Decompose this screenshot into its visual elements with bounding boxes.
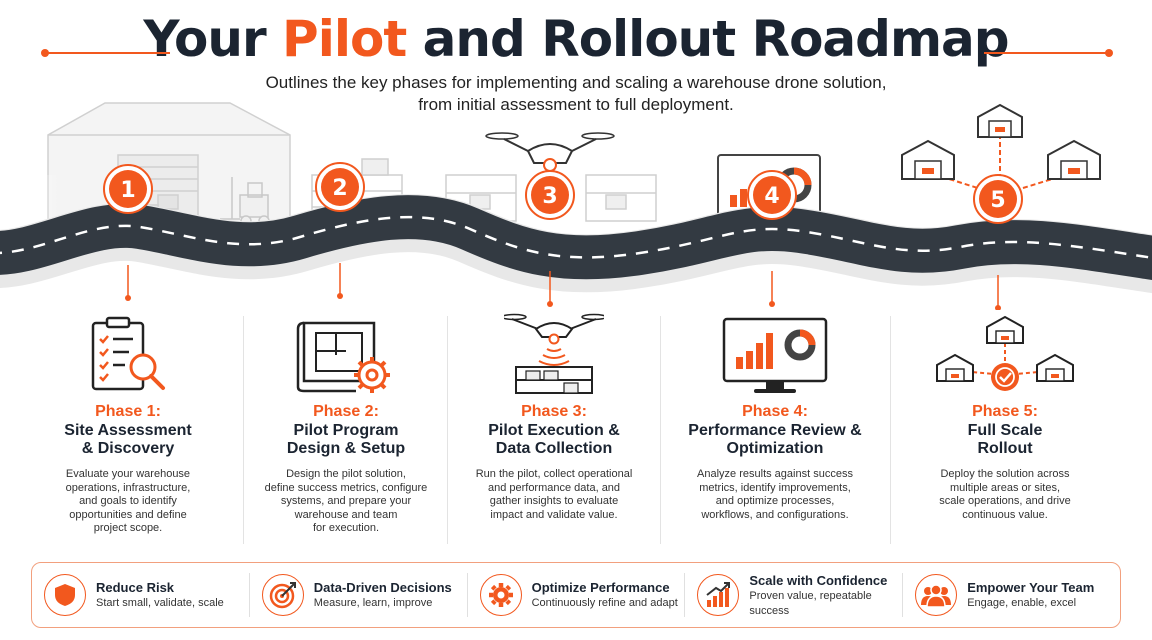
phase-3-description: Run the pilot, collect operational and p… — [475, 468, 633, 521]
milestone-number: 3 — [542, 184, 557, 209]
page-subtitle: Outlines the key phases for implementing… — [265, 73, 887, 114]
milestone-1: 1 — [103, 164, 153, 301]
benefit-subtitle: Proven value, repeatable success — [749, 589, 872, 617]
phase-5-card: Phase 5: Full Scale Rollout Deploy the s… — [895, 312, 1115, 547]
milestone-number: 2 — [332, 176, 347, 201]
milestone-number: 5 — [990, 188, 1005, 213]
phase-5-description: Deploy the solution across multiple area… — [939, 468, 1071, 521]
header: Your Pilot and Rollout Roadmap — [0, 6, 1152, 72]
phase-1-description: Evaluate your warehouse operations, infr… — [65, 468, 191, 534]
benefit-title: Reduce Risk — [96, 580, 175, 595]
phase-5-label: Phase 5: — [972, 403, 1038, 420]
milestone-number: 1 — [120, 178, 135, 203]
benefit-reduce-risk: Reduce Risk Start small, validate, scale — [32, 573, 249, 617]
phase-3-card: Phase 3: Pilot Execution & Data Collecti… — [452, 312, 656, 547]
title-accent: Pilot — [282, 10, 407, 68]
milestone-4: 4 — [747, 170, 797, 307]
phase-4-title: Performance Review & Optimization — [688, 422, 862, 457]
benefit-optimize: Optimize Performance Continuously refine… — [466, 573, 685, 617]
milestone-number: 4 — [764, 184, 779, 209]
shield-icon — [55, 584, 75, 606]
benefit-title: Scale with Confidence — [749, 572, 888, 588]
target-icon — [269, 582, 296, 609]
benefits-bar: Reduce Risk Start small, validate, scale… — [31, 562, 1121, 628]
title-rule-left — [41, 49, 170, 57]
milestone-5: 5 — [973, 174, 1023, 310]
benefit-subtitle: Continuously refine and adapt — [531, 597, 678, 609]
benefit-scale: Scale with Confidence Proven value, repe… — [684, 573, 902, 617]
phase-4-label: Phase 4: — [742, 403, 808, 420]
phase-divider — [243, 316, 244, 544]
phase-2-label: Phase 2: — [313, 403, 379, 420]
milestone-3: 3 — [525, 170, 575, 307]
phase-3-label: Phase 3: — [521, 403, 587, 420]
forklift-illustration — [220, 177, 270, 227]
road-center-dashes — [0, 215, 1152, 260]
gear-icon — [488, 583, 513, 607]
phase-1-title: Site Assessment & Discovery — [64, 422, 192, 457]
phase-1-card: Phase 1: Site Assessment & Discovery Eva… — [20, 312, 236, 547]
phase-4-description: Analyze results against success metrics,… — [697, 468, 853, 521]
phase-2-card: Phase 2: Pilot Program Design & Setup De… — [248, 312, 444, 547]
title-pre: Your — [143, 10, 266, 68]
phase-3-title: Pilot Execution & Data Collection — [488, 422, 620, 457]
benefit-empower: Empower Your Team Engage, enable, excel — [902, 573, 1120, 617]
drone-scanning-icon — [504, 313, 604, 394]
title-post: and Rollout Roadmap — [422, 10, 1010, 68]
phase-1-label: Phase 1: — [95, 403, 161, 420]
benefit-title: Optimize Performance — [531, 580, 670, 595]
phase-4-card: Phase 4: Performance Review & Optimizati… — [665, 312, 885, 547]
benefit-subtitle: Measure, learn, improve — [313, 597, 433, 609]
phase-divider — [660, 316, 661, 544]
analytics-monitor-icon — [722, 317, 828, 393]
benefit-subtitle: Start small, validate, scale — [96, 597, 224, 609]
phase-divider — [447, 316, 448, 544]
growth-chart-icon — [706, 582, 731, 607]
benefit-title: Empower Your Team — [967, 580, 1095, 595]
page-title: Your Pilot and Rollout Roadmap — [0, 6, 1152, 72]
phase-2-title: Pilot Program Design & Setup — [286, 422, 406, 457]
benefit-data-driven: Data-Driven Decisions Measure, learn, im… — [248, 573, 467, 617]
blueprint-gear-icon — [296, 321, 390, 393]
benefit-title: Data-Driven Decisions — [313, 580, 452, 595]
milestone-2: 2 — [315, 162, 365, 299]
phase-5-title: Full Scale Rollout — [967, 422, 1043, 457]
clipboard-magnifier-icon — [91, 316, 165, 391]
warehouse-network-icon — [936, 315, 1074, 391]
phase-2-description: Design the pilot solution, define succes… — [264, 468, 428, 534]
title-rule-right — [984, 49, 1113, 57]
benefit-subtitle: Engage, enable, excel — [967, 597, 1077, 609]
phase-divider — [890, 316, 891, 544]
roadmap-scene: 1 2 3 4 5 — [0, 102, 1152, 310]
team-icon — [921, 584, 952, 607]
